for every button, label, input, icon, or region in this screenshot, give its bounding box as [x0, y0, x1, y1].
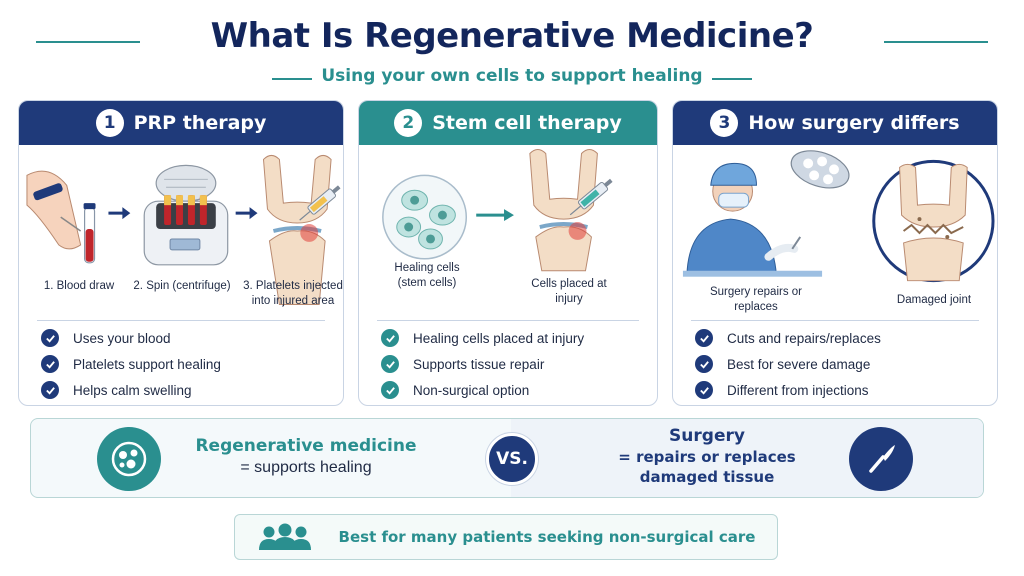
arm-icon — [26, 170, 82, 250]
surgery-illustration — [682, 150, 995, 283]
surgeon-icon — [682, 162, 823, 277]
surgery-facts-list: Cuts and repairs/replaces Best for sever… — [695, 325, 881, 403]
page-subtitle: Using your own cells to support healing — [321, 66, 703, 86]
fact-text: Best for severe damage — [727, 356, 871, 372]
panel-prp-therapy: 1 PRP therapy — [18, 100, 344, 406]
scalpel-icon — [849, 427, 913, 491]
caption-blood-draw: 1. Blood draw — [43, 280, 115, 292]
footer-text: Best for many patients seeking non-surgi… — [338, 528, 756, 546]
panel-surgery-header: 3 How surgery differs — [673, 101, 997, 145]
step-number-badge: 1 — [95, 109, 124, 137]
list-item: Supports tissue repair — [381, 351, 584, 377]
surgery-desc-2: damaged tissue — [639, 468, 775, 486]
check-icon — [695, 381, 713, 399]
benefit-text: Uses your blood — [73, 330, 171, 346]
list-item: Cuts and repairs/replaces — [695, 325, 881, 351]
list-item: Non-surgical option — [381, 377, 584, 403]
panel-stem-cell-title: Stem cell therapy — [432, 112, 622, 134]
list-item: Helps calm swelling — [41, 377, 221, 403]
panel-stem-cell-header: 2 Stem cell therapy — [359, 101, 657, 145]
title-rule-right — [884, 41, 988, 43]
panel-divider — [37, 320, 325, 321]
check-icon — [381, 381, 399, 399]
vs-badge: VS. — [486, 433, 538, 485]
caption-centrifuge: 2. Spin (centrifuge) — [133, 280, 231, 292]
list-item: Different from injections — [695, 377, 881, 403]
syringe-icon — [299, 185, 341, 221]
list-item: Best for severe damage — [695, 351, 881, 377]
benefit-text: Platelets support healing — [73, 356, 221, 372]
check-icon — [41, 381, 59, 399]
panel-divider — [377, 320, 639, 321]
blood-tube-icon — [83, 203, 96, 264]
panel-prp-title: PRP therapy — [133, 112, 267, 134]
regenerative-desc: = supports healing — [240, 459, 372, 476]
fact-text: Different from injections — [727, 382, 869, 398]
stem-cells-icon — [382, 174, 468, 260]
footer-banner: Best for many patients seeking non-surgi… — [234, 514, 778, 560]
list-item: Uses your blood — [41, 325, 221, 351]
comparison-right-text: Surgery = repairs or replaces damaged ti… — [587, 425, 827, 487]
step-number-badge: 2 — [394, 109, 423, 137]
title-rule-left — [36, 41, 140, 43]
knee-joint-icon — [529, 149, 598, 272]
caption-healing-cells: Healing cells (stem cells) — [394, 262, 460, 289]
syringe-icon — [569, 178, 613, 216]
surgical-lamp-icon — [790, 150, 850, 189]
benefit-text: Non-surgical option — [413, 382, 530, 398]
centrifuge-icon — [143, 164, 229, 266]
benefit-text: Helps calm swelling — [73, 382, 192, 398]
panel-how-surgery-differs: 3 How surgery differs Surgery repairs or… — [672, 100, 998, 406]
surgery-desc-1: = repairs or replaces — [618, 448, 796, 466]
title-row: What Is Regenerative Medicine? — [0, 14, 1024, 64]
stem-cell-benefits-list: Healing cells placed at injury Supports … — [381, 325, 584, 403]
cells-icon — [97, 427, 161, 491]
caption-cells-placed: Cells placed at injury — [531, 278, 607, 305]
page-title: What Is Regenerative Medicine? — [210, 16, 814, 56]
panel-divider — [691, 320, 979, 321]
surgery-label: Surgery — [669, 426, 745, 446]
step-number-badge: 3 — [710, 109, 739, 137]
comparison-left-text: Regenerative medicine = supports healing — [191, 435, 421, 479]
prp-illustration — [26, 154, 341, 306]
people-icon — [258, 523, 311, 550]
benefit-text: Supports tissue repair — [413, 356, 545, 372]
check-icon — [41, 329, 59, 347]
list-item: Platelets support healing — [41, 351, 221, 377]
caption-platelets-injected: 3. Platelets injected into injured area — [243, 280, 343, 307]
caption-surgery-repairs: Surgery repairs or replaces — [709, 286, 803, 313]
check-icon — [41, 355, 59, 373]
benefit-text: Healing cells placed at injury — [413, 330, 585, 346]
subtitle-row: Using your own cells to support healing — [0, 66, 1024, 92]
panel-stem-cell-therapy: 2 Stem cell therapy Healing cells (stem … — [358, 100, 658, 406]
damaged-joint-icon — [872, 159, 995, 283]
check-icon — [381, 329, 399, 347]
comparison-banner: Regenerative medicine = supports healing… — [30, 418, 984, 498]
fact-text: Cuts and repairs/replaces — [727, 330, 881, 346]
subtitle-rule-right — [712, 78, 752, 80]
panel-prp-header: 1 PRP therapy — [19, 101, 343, 145]
panel-surgery-title: How surgery differs — [748, 112, 960, 134]
prp-benefits-list: Uses your blood Platelets support healin… — [41, 325, 221, 403]
subtitle-rule-left — [272, 78, 312, 80]
caption-damaged-joint: Damaged joint — [896, 294, 972, 306]
check-icon — [695, 355, 713, 373]
stem-cell-illustration — [382, 149, 613, 272]
regenerative-label: Regenerative medicine — [195, 436, 417, 456]
check-icon — [381, 355, 399, 373]
list-item: Healing cells placed at injury — [381, 325, 584, 351]
check-icon — [695, 329, 713, 347]
